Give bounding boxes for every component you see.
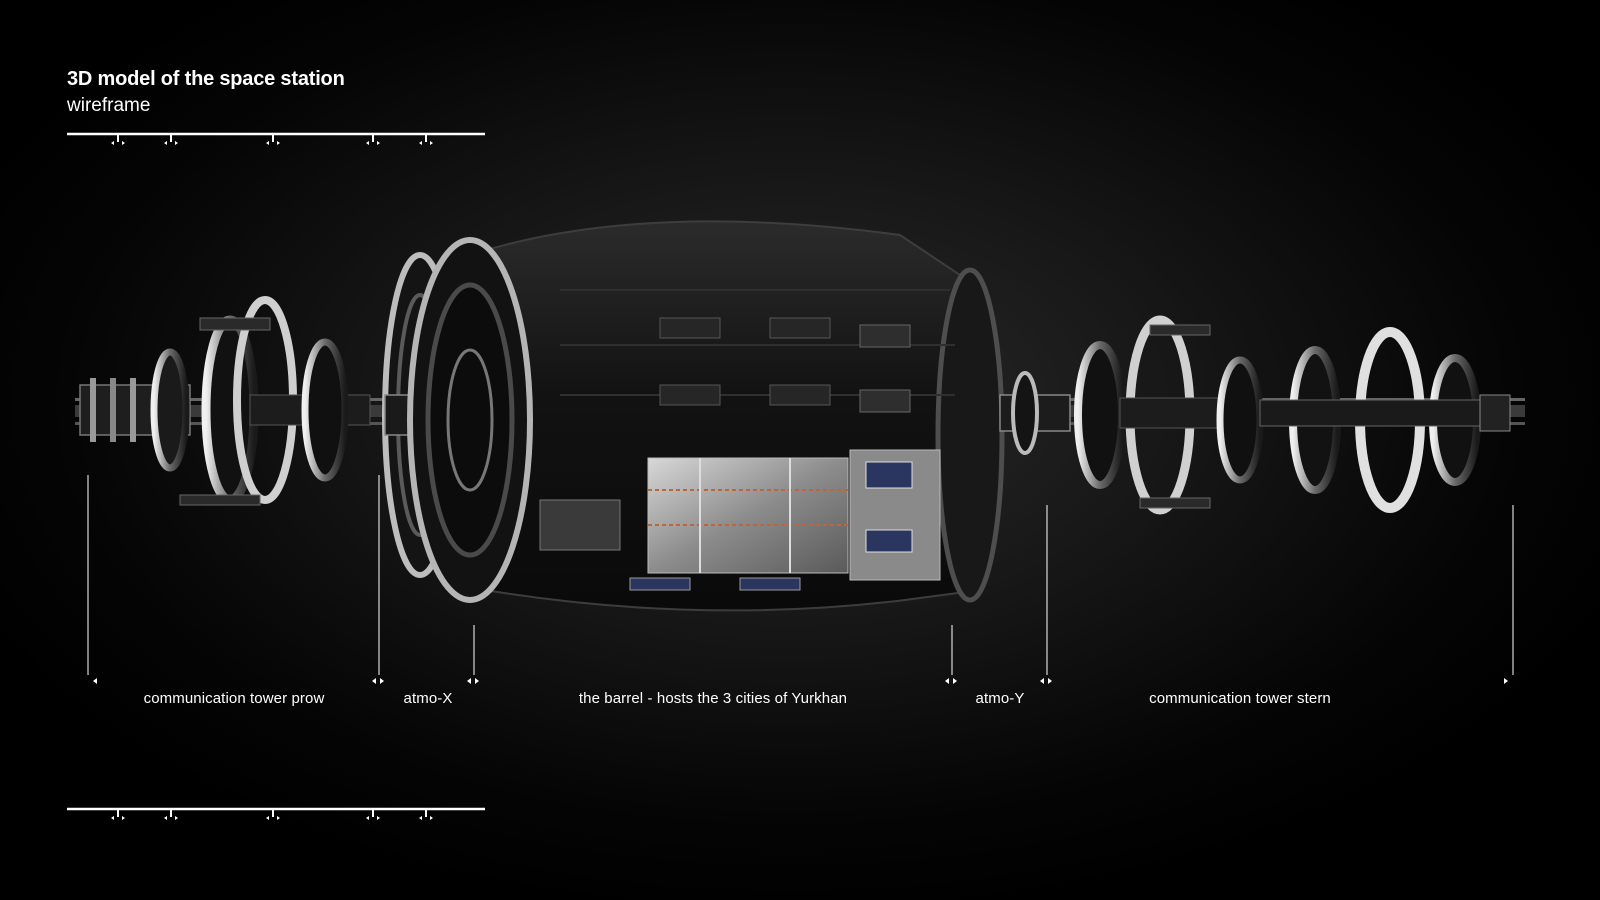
label-barrel: the barrel - hosts the 3 cities of Yurkh… [578,690,848,707]
label-communication-tower-prow: communication tower prow [143,690,325,707]
atmo-y-module [999,371,1071,455]
label-communication-tower-stern: communication tower stern [1149,690,1331,707]
page-subtitle: wireframe [67,95,151,116]
label-atmo-x: atmo-X [403,690,453,707]
communication-tower-stern [1074,315,1511,515]
label-atmo-y: atmo-Y [975,690,1025,707]
scale-bar-top [67,128,485,148]
scale-bar-bottom [67,803,485,823]
communication-tower-prow [79,296,371,506]
barrel-module [407,220,1005,612]
page-title: 3D model of the space station [67,68,345,90]
